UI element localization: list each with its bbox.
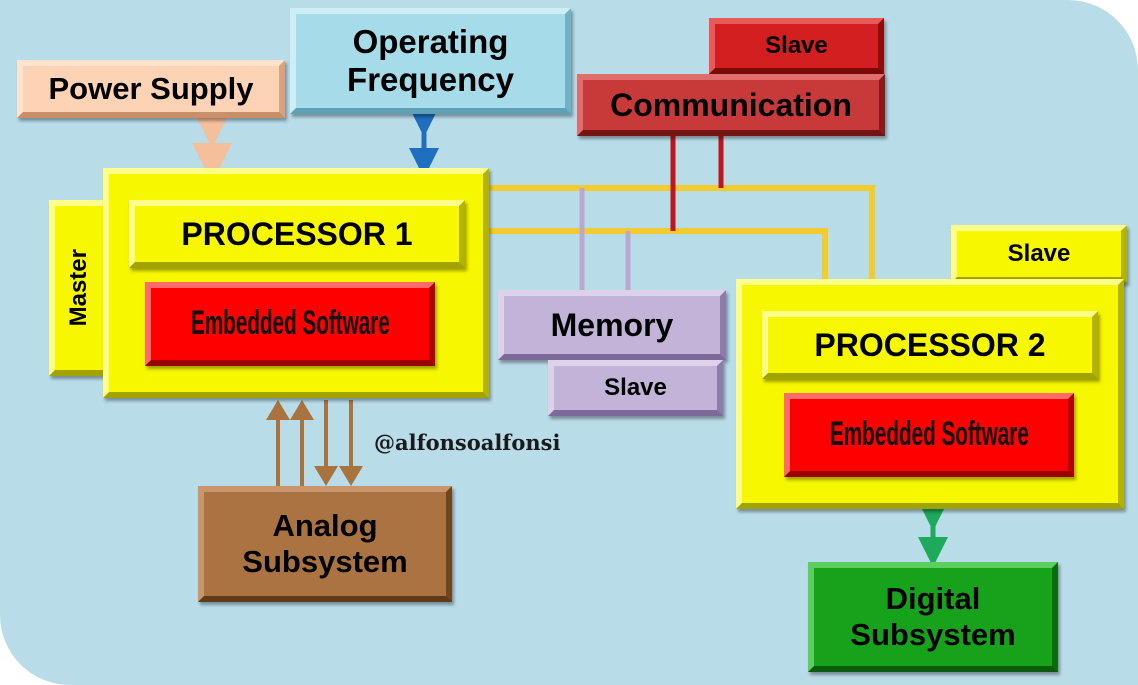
operating-frequency-label-line2: Frequency (347, 61, 514, 98)
digital-subsystem-label-line2: Subsystem (850, 617, 1016, 652)
processor1-software-label: Embedded Software (190, 304, 390, 343)
digital-subsystem-box: Digital Subsystem (808, 562, 1058, 672)
communication-role-label: Slave (765, 32, 828, 60)
digital-subsystem-label-line1: Digital (885, 581, 981, 617)
processor1-role-tag: Master (49, 200, 109, 376)
analog-arrows (266, 400, 363, 486)
processor2-software-label: Embedded Software (829, 415, 1029, 454)
analog-subsystem-box: Analog Subsystem (198, 486, 452, 602)
operating-frequency-box: Operating Frequency (290, 8, 571, 114)
memory-bus (579, 188, 631, 293)
processor2-role-label: Slave (1007, 240, 1071, 268)
memory-box: Memory (498, 290, 726, 360)
processor1-box: PROCESSOR 1 Embedded Software (103, 168, 489, 398)
processor1-software-box: Embedded Software (145, 282, 435, 366)
communication-bus (670, 134, 724, 231)
memory-role-label: Slave (604, 374, 667, 402)
processor1-title: PROCESSOR 1 (181, 215, 413, 252)
processor2-title-box: PROCESSOR 2 (762, 311, 1098, 379)
operating-frequency-label-line1: Operating (352, 23, 509, 61)
yellow-bus (486, 185, 875, 282)
communication-role-tag: Slave (709, 18, 884, 74)
communication-box: Communication (577, 74, 885, 136)
power-supply-label: Power Supply (48, 71, 254, 107)
processor1-title-box: PROCESSOR 1 (129, 200, 465, 268)
processor2-box: PROCESSOR 2 Embedded Software (736, 279, 1124, 509)
processor2-title: PROCESSOR 2 (814, 326, 1046, 363)
analog-subsystem-label-line1: Analog (272, 508, 378, 544)
memory-role-tag: Slave (548, 360, 723, 416)
communication-label: Communication (610, 86, 852, 123)
power-supply-box: Power Supply (17, 60, 285, 118)
processor2-software-box: Embedded Software (784, 393, 1074, 477)
processor2-role-tag: Slave (951, 225, 1127, 283)
analog-subsystem-label-line2: Subsystem (242, 544, 408, 579)
processor1-role-label: Master (65, 249, 93, 327)
memory-label: Memory (550, 306, 674, 343)
author-watermark: @alfonsoalfonsi (374, 430, 561, 455)
